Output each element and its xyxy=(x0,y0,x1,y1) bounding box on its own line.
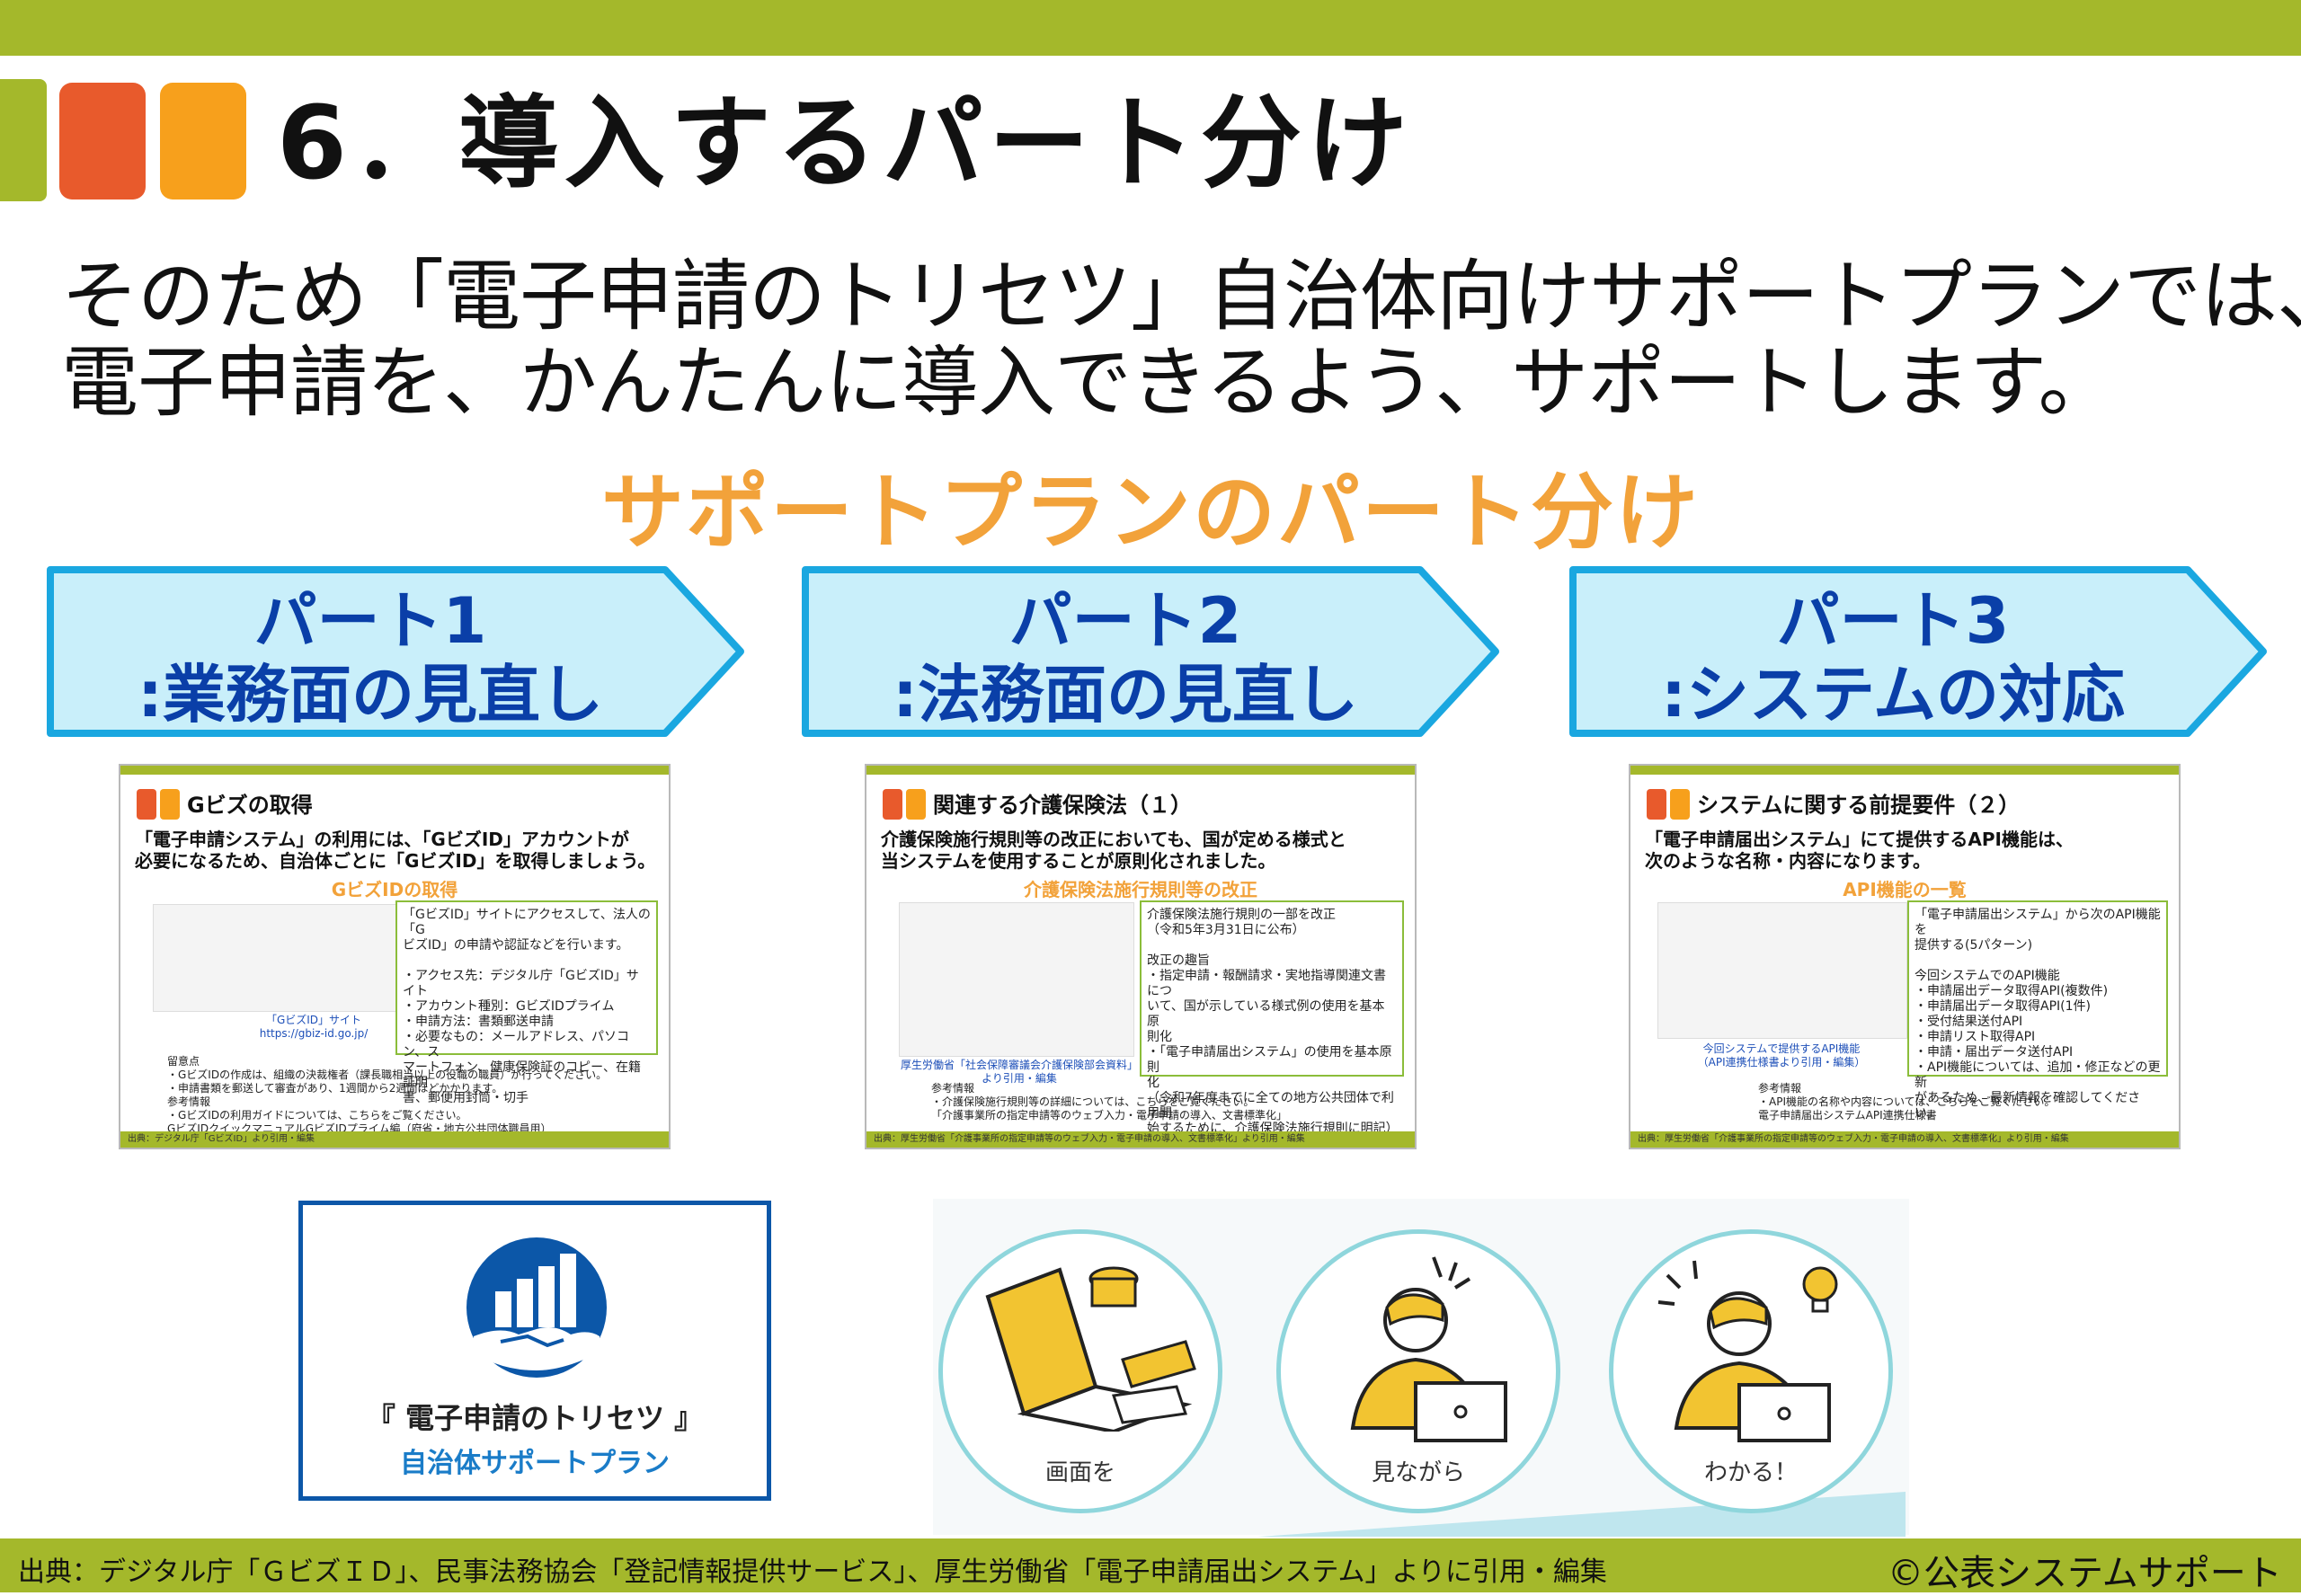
part-3-arrow xyxy=(1569,566,2267,737)
part-3-label: パート3 :システムの対応 xyxy=(1569,584,2217,732)
part-1-label: パート1 :業務面の見直し xyxy=(47,584,694,732)
thumbnail-kaigo-hoken: 関連する介護保険法（１） 介護保険施行規則等の改正においても、国が定める様式と … xyxy=(865,764,1417,1149)
thumb-image-caption: 厚生労働省「社会保障審議会介護保険部会資料」 より引用・編集 xyxy=(900,1059,1138,1085)
circle-label-3: わかる！ xyxy=(1703,1459,1798,1486)
copyright: ©公表システムサポート xyxy=(1888,1553,2282,1594)
part-2-title: パート2 xyxy=(1008,584,1242,658)
thumb-lead: 「電子申請届出システム」にて提供するAPI機能は、 次のような名称・内容になりま… xyxy=(1645,829,2074,872)
thumb-square-red xyxy=(883,789,902,820)
thumb-square-red xyxy=(1647,789,1666,820)
part-2-label: パート2 :法務面の見直し xyxy=(802,584,1449,732)
circle-label-2: 見ながら xyxy=(1371,1459,1465,1486)
illustration-circle-thinking: 見ながら xyxy=(1276,1229,1560,1513)
thumb-title: システムに関する前提要件（２） xyxy=(1697,793,2021,818)
lead-line-1: そのため「電子申請のトリセツ」自治体向けサポートプランでは、 xyxy=(61,252,2301,341)
thumb-notes: 参考情報 ・介護保険施行規則等の詳細については、こちらをご覧ください。 「介護事… xyxy=(931,1082,1288,1122)
thumb-square-red xyxy=(137,789,156,820)
thumb-top-bar xyxy=(1630,766,2179,775)
source-citation: 出典：デジタル庁「ＧビズＩＤ」、民事法務協会「登記情報提供サービス」、厚生労働省… xyxy=(18,1556,1607,1588)
person-thinking-icon xyxy=(1350,1256,1507,1442)
thumb-square-orange xyxy=(1670,789,1690,820)
bottom-accent-bar xyxy=(0,1538,2301,1592)
lead-line-2: 電子申請を、かんたんに導入できるよう、サポートします。 xyxy=(61,338,2116,428)
thumb-table-image xyxy=(1657,902,1907,1039)
page-title: 6．導入するパート分け xyxy=(277,85,1413,202)
illustration-circle-understand: わかる！ xyxy=(1609,1229,1893,1513)
thumb-footer: 出典：デジタル庁「GビズID」より引用・編集 xyxy=(120,1131,669,1148)
circle-label-1: 画面を xyxy=(1044,1459,1115,1486)
thumb-document-image xyxy=(899,902,1134,1057)
lead-text: そのため「電子申請のトリセツ」自治体向けサポートプランでは、 電子申請を、かんた… xyxy=(61,253,2301,426)
thumb-subtitle: GビズIDの取得 xyxy=(331,879,458,900)
title-square-red xyxy=(59,83,146,200)
logo-plan: 自治体サポートプラン xyxy=(400,1448,670,1479)
left-accent-tab xyxy=(0,79,47,201)
part-1-arrow xyxy=(47,566,744,737)
top-accent-bar xyxy=(0,0,2301,56)
part-3-title: パート3 xyxy=(1776,584,2010,658)
thumb-lead: 「電子申請システム」の利用には、「GビズID」アカウントが 必要になるため、自治… xyxy=(135,829,655,872)
thumb-subtitle: API機能の一覧 xyxy=(1843,879,1967,900)
thumbnail-gbizid: Gビズの取得 「電子申請システム」の利用には、「GビズID」アカウントが 必要に… xyxy=(119,764,671,1149)
part-2-subtitle: :法務面の見直し xyxy=(893,658,1358,732)
thumb-lead-line-2: 次のような名称・内容になります。 xyxy=(1645,850,1931,872)
part-1-subtitle: :業務面の見直し xyxy=(138,658,603,732)
thumbnail-system-requirements: システムに関する前提要件（２） 「電子申請届出システム」にて提供するAPI機能は… xyxy=(1629,764,2181,1149)
thumb-image-caption: 「GビズID」サイト https://gbiz-id.go.jp/ xyxy=(259,1014,369,1040)
thumb-footer: 出典：厚生労働省「介護事業所の指定申請等のウェブ入力・電子申請の導入、文書標準化… xyxy=(1630,1131,2179,1148)
thumb-notes: 留意点 ・GビズIDの作成は、組織の決裁権者（課長職相当以上の役職の職員）が行っ… xyxy=(167,1055,608,1135)
thumb-square-orange xyxy=(906,789,926,820)
title-square-orange xyxy=(160,83,246,200)
laptop-typing-icon xyxy=(985,1266,1196,1432)
thumb-lead-line-1: 「電子申請システム」の利用には、「GビズID」アカウントが xyxy=(135,829,629,850)
thumb-info-box: 介護保険法施行規則の一部を改正 （令和5年3月31日に公布） 改正の趣旨 ・指定… xyxy=(1140,900,1404,1136)
thumb-footer: 出典：厚生労働省「介護事業所の指定申請等のウェブ入力・電子申請の導入、文書標準化… xyxy=(866,1131,1415,1148)
thumb-top-bar xyxy=(120,766,669,775)
thumb-lead-line-2: 必要になるため、自治体ごとに「GビズID」を取得しましょう。 xyxy=(135,850,656,872)
thumb-subtitle: 介護保険法施行規則等の改正 xyxy=(1024,879,1257,900)
logo-name: 『 電子申請のトリセツ 』 xyxy=(366,1401,704,1435)
thumb-lead: 介護保険施行規則等の改正においても、国が定める様式と 当システムを使用することが… xyxy=(881,829,1346,872)
thumb-image-caption: 今回システムで提供するAPI機能 （API連携仕様書より引用・編集） xyxy=(1697,1042,1866,1068)
illustration-circle-laptop: 画面を xyxy=(938,1229,1222,1513)
thumb-title: 関連する介護保険法（１） xyxy=(933,793,1192,818)
part-2-arrow xyxy=(802,566,1499,737)
section-subtitle: サポートプランのパート分け xyxy=(600,465,1700,561)
thumb-notes: 参考情報 ・API機能の名称や内容については、こちらをご覧ください。 電子申請届… xyxy=(1758,1082,2056,1122)
thumb-square-orange xyxy=(160,789,180,820)
thumb-info-box: 「GビズID」サイトにアクセスして、法人の「G ビズID」の申請や認証などを行い… xyxy=(395,900,658,1105)
thumb-top-bar xyxy=(866,766,1415,775)
thumb-lead-line-1: 介護保険施行規則等の改正においても、国が定める様式と xyxy=(881,829,1346,850)
person-lightbulb-icon xyxy=(1657,1260,1838,1442)
part-3-subtitle: :システムの対応 xyxy=(1661,658,2125,732)
part-1-title: パート1 xyxy=(253,584,487,658)
handshake-chart-logo-icon xyxy=(466,1237,607,1378)
thumb-lead-line-2: 当システムを使用することが原則化されました。 xyxy=(881,850,1276,872)
plan-logo-box: 『 電子申請のトリセツ 』 自治体サポートプラン xyxy=(298,1201,771,1501)
thumb-info-box: 「電子申請届出システム」から次のAPI機能を 提供する(5パターン) 今回システ… xyxy=(1907,900,2168,1121)
thumb-title: Gビズの取得 xyxy=(187,793,313,818)
thumb-lead-line-1: 「電子申請届出システム」にて提供するAPI機能は、 xyxy=(1645,829,2074,850)
